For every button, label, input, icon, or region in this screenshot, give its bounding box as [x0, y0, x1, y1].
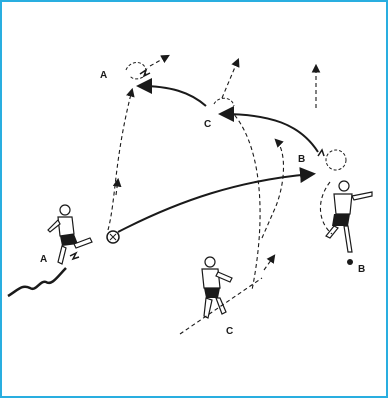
label-player-c-mid: C: [204, 119, 211, 130]
pass-arrow-a-to-b: [117, 167, 316, 233]
player-b-figure: [325, 180, 373, 253]
ground-line: [7, 267, 67, 298]
run-arrow-c: [229, 109, 261, 291]
pass-arrow-c-to-a: [136, 78, 207, 107]
label-player-a-top: A: [100, 70, 107, 81]
soccer-ball-icon: [106, 230, 120, 244]
run-arrow-a-up: [107, 87, 135, 231]
label-player-b-lower: B: [358, 264, 365, 275]
pass-arrow-b-to-c: [218, 106, 319, 153]
label-player-b-right: B: [298, 154, 305, 165]
player-c-figure: [201, 256, 233, 319]
label-player-a-left: A: [40, 254, 47, 265]
player-a-figure: [47, 204, 93, 265]
label-player-c-bottom: C: [226, 326, 233, 337]
